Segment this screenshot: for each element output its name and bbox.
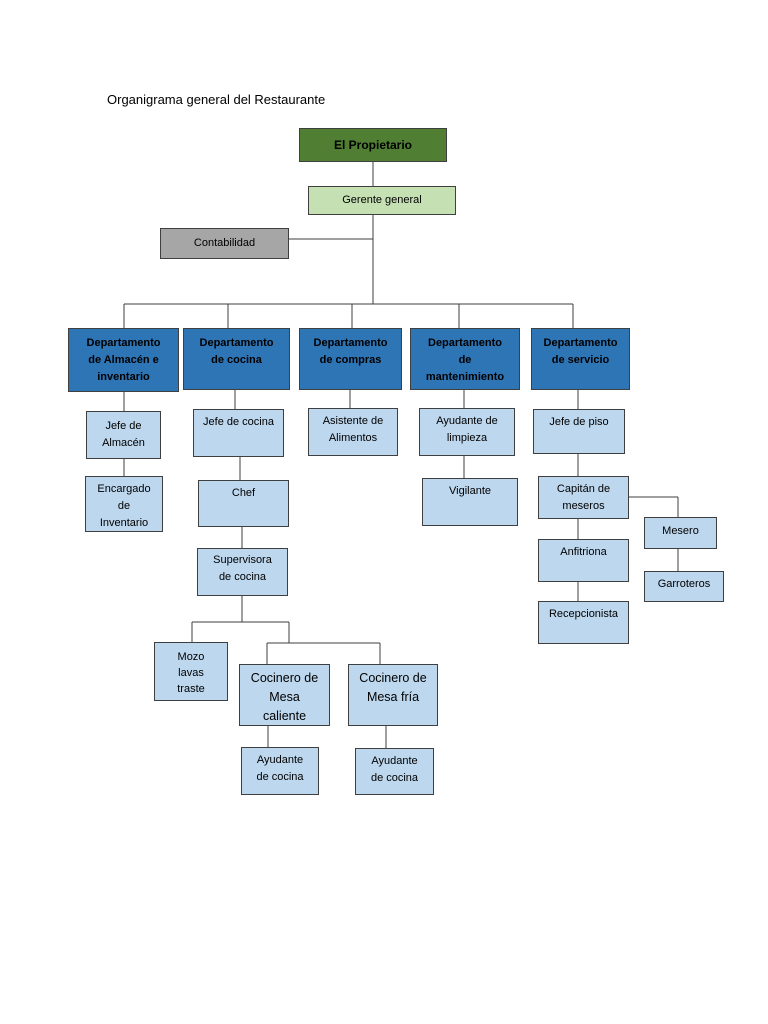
dept-warehouse-label: Departamento de Almacén e inventario — [86, 337, 161, 383]
kitchen-assistant-box-1: Ayudante de cocina — [241, 747, 319, 795]
head-waiter-label: Capitán de meseros — [556, 483, 611, 512]
kitchen-assistant-label-2: Ayudante de cocina — [370, 755, 419, 784]
security-guard-label: Vigilante — [449, 485, 491, 497]
dept-service-label: Departamento de servicio — [543, 337, 618, 366]
head-waiter-box: Capitán de meseros — [538, 476, 629, 519]
dept-purchasing-label: Departamento de compras — [313, 337, 388, 366]
chart-title: Organigrama general del Restaurante — [107, 92, 326, 107]
dept-purchasing-box: Departamento de compras — [299, 328, 402, 390]
owner-box: El Propietario — [299, 128, 447, 162]
chef-box: Chef — [198, 480, 289, 527]
dept-maintenance-label: Departamento de mantenimiento — [425, 337, 505, 383]
accounting-box: Contabilidad — [160, 228, 289, 259]
chef-label: Chef — [231, 487, 256, 499]
busser-label: Garroteros — [657, 578, 711, 590]
kitchen-chief-box: Jefe de cocina — [193, 409, 284, 457]
hot-line-cook-box: Cocinero de Mesa caliente — [239, 664, 330, 726]
dept-warehouse-box: Departamento de Almacén e inventario — [68, 328, 179, 392]
accounting-label: Contabilidad — [193, 237, 256, 249]
floor-manager-label: Jefe de piso — [549, 416, 609, 428]
waiter-label: Mesero — [662, 525, 699, 537]
warehouse-chief-label: Jefe de Almacén — [102, 420, 145, 449]
dishwasher-label: Mozo lavas traste — [177, 651, 205, 695]
dept-kitchen-label: Departamento de cocina — [199, 337, 274, 366]
waiter-box: Mesero — [644, 517, 717, 549]
cold-line-cook-box: Cocinero de Mesa fría — [348, 664, 438, 726]
kitchen-assistant-box-2: Ayudante de cocina — [355, 748, 434, 795]
receptionist-box: Recepcionista — [538, 601, 629, 644]
dept-maintenance-box: Departamento de mantenimiento — [410, 328, 520, 390]
cleaning-assistant-label: Ayudante de limpieza — [436, 415, 498, 444]
food-assistant-label: Asistente de Alimentos — [322, 415, 384, 444]
busser-box: Garroteros — [644, 571, 724, 602]
hostess-label: Anfitriona — [560, 546, 607, 558]
cold-line-cook-label: Cocinero de Mesa fría — [359, 671, 427, 704]
kitchen-supervisor-label: Supervisora de cocina — [213, 554, 272, 583]
hostess-box: Anfitriona — [538, 539, 629, 582]
general-manager-label: Gerente general — [342, 194, 422, 206]
warehouse-chief-box: Jefe de Almacén — [86, 411, 161, 459]
kitchen-supervisor-box: Supervisora de cocina — [197, 548, 288, 596]
dishwasher-box: Mozo lavas traste — [154, 642, 228, 701]
security-guard-box: Vigilante — [422, 478, 518, 526]
floor-manager-box: Jefe de piso — [533, 409, 625, 454]
hot-line-cook-label: Cocinero de Mesa caliente — [250, 671, 319, 723]
inventory-keeper-label: Encargado de Inventario — [97, 483, 151, 529]
cleaning-assistant-box: Ayudante de limpieza — [419, 408, 515, 456]
owner-label: El Propietario — [333, 137, 413, 152]
kitchen-chief-label: Jefe de cocina — [203, 416, 274, 428]
dept-service-box: Departamento de servicio — [531, 328, 630, 390]
dept-kitchen-box: Departamento de cocina — [183, 328, 290, 390]
kitchen-assistant-label-1: Ayudante de cocina — [256, 754, 304, 783]
receptionist-label: Recepcionista — [548, 608, 619, 620]
food-assistant-box: Asistente de Alimentos — [308, 408, 398, 456]
general-manager-box: Gerente general — [308, 186, 456, 215]
inventory-keeper-box: Encargado de Inventario — [85, 476, 163, 532]
